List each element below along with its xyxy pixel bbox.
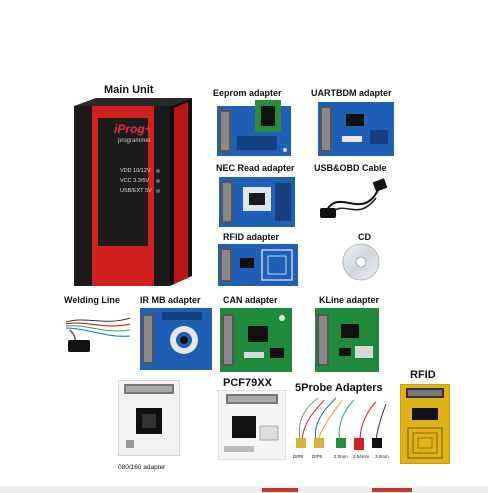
led-indicator-3 (156, 189, 160, 193)
led-indicator-2 (156, 179, 160, 183)
kline-adapter-label: KLine adapter (319, 295, 380, 305)
uartbdm-adapter-board (318, 100, 394, 158)
ir-mb-adapter-board (140, 308, 212, 370)
led-indicator-1 (156, 169, 160, 173)
ir-mb-adapter-label: IR MB adapter (140, 295, 201, 305)
eeprom-adapter-label: Eeprom adapter (213, 88, 282, 98)
rfid-adapter-label: RFID adapter (223, 232, 280, 242)
device-brand: iProg+ (114, 122, 152, 136)
nec-read-adapter-board (219, 177, 295, 227)
kline-adapter-board (315, 308, 379, 372)
device-subtitle: programmer (118, 138, 151, 144)
usb-obd-cable-label: USB&OBD Cable (314, 163, 387, 173)
welding-line-cable (56, 308, 132, 354)
can-adapter-label: CAN adapter (223, 295, 278, 305)
led-line-3: USB/EXT 5V (120, 188, 152, 194)
usb-obd-cable (318, 176, 390, 226)
probe-tag-5: 3.0mm (375, 454, 389, 459)
cd-label: CD (358, 232, 371, 242)
probe-tag-1: DIP8 (293, 454, 304, 459)
cd-disc (342, 243, 380, 281)
probe-tag-2: DIP8 (312, 454, 323, 459)
bottom-accent-mark (262, 488, 298, 492)
welding-line-label: Welding Line (64, 295, 120, 305)
adapter-080-160-board (118, 380, 180, 456)
uartbdm-adapter-label: UARTBDM adapter (311, 88, 392, 98)
bottom-strip (0, 486, 488, 493)
eeprom-adapter-board (215, 100, 293, 158)
iprog-main-unit: iProg+ programmer VDD 10/12V VCC 3.3/5V … (66, 98, 192, 288)
nec-read-adapter-label: NEC Read adapter (216, 163, 295, 173)
led-line-2: VCC 3.3/5V (120, 178, 150, 184)
five-probe-adapters-label: 5Probe Adapters (295, 382, 383, 394)
pcf79xx-label: PCF79XX (223, 377, 272, 389)
rfid-label: RFID (410, 369, 436, 381)
probe-tag-3: 2.0mm (334, 454, 348, 459)
led-line-1: VDD 10/12V (120, 168, 151, 174)
rfid-gold-board (400, 384, 450, 464)
adapter-080-160-label: 080/160 adapter (118, 464, 166, 471)
pcf79xx-board (218, 390, 286, 460)
probe-tag-4: 2.54mm (353, 454, 370, 459)
five-probe-cables (290, 396, 390, 458)
bottom-accent-mark (372, 488, 412, 492)
can-adapter-board (220, 308, 292, 372)
rfid-adapter-board (218, 244, 298, 286)
main-unit-label: Main Unit (104, 84, 154, 96)
